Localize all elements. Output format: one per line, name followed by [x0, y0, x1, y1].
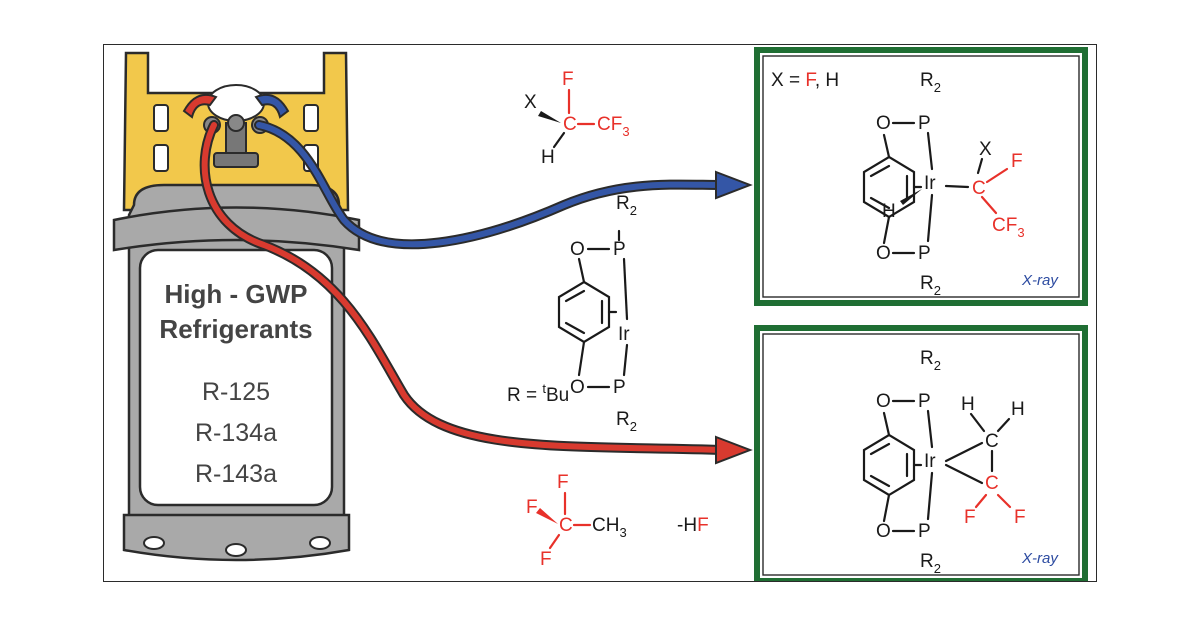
atom-o-top: O	[876, 113, 891, 134]
atom-o-bot: O	[876, 521, 891, 542]
atom-ir: Ir	[618, 324, 630, 345]
refrigerant-item: R-143a	[195, 460, 277, 488]
r-definition: R = tBu	[507, 381, 569, 406]
r2-top: R2	[920, 348, 941, 373]
blue-hose-arrow	[254, 120, 753, 250]
atom-h: H	[1011, 399, 1025, 420]
valve-base	[213, 152, 259, 168]
collar-slot	[303, 104, 319, 132]
refrigerant-item: R-125	[202, 378, 270, 406]
collar-slot	[153, 144, 169, 172]
atom-x: X	[524, 92, 537, 113]
cylinder-title-line1: High - GWP	[165, 279, 308, 309]
cylinder-title-line2: Refrigerants	[159, 314, 312, 344]
atom-ir: Ir	[924, 173, 936, 194]
top-reactant-structure: X F C CF3 H	[524, 69, 630, 168]
atom-f: F	[1014, 507, 1026, 528]
atom-f: F	[557, 472, 569, 493]
r2-bot: R2	[920, 273, 941, 298]
xray-label: X-ray	[1021, 272, 1059, 289]
r2-bot: R2	[920, 551, 941, 576]
atom-o-top: O	[570, 239, 585, 260]
group-cf3: CF3	[992, 215, 1025, 240]
atom-o-bot: O	[570, 377, 585, 398]
atom-p-bot: P	[918, 243, 931, 264]
wedge-bond	[900, 189, 922, 205]
atom-c: C	[559, 515, 573, 536]
refrigerant-item: R-134a	[195, 419, 277, 447]
bottom-reactant-structure: F F F C CH3 -HF	[526, 472, 709, 570]
atom-c: C	[972, 178, 986, 199]
blue-valve-handle	[254, 93, 290, 119]
cylinder-base	[122, 513, 351, 562]
figure-panel: High - GWP Refrigerants R-125 R-134a R-1…	[103, 44, 1097, 582]
atom-c: C	[985, 473, 999, 494]
refrigerant-cylinder: High - GWP Refrigerants R-125 R-134a R-1…	[112, 51, 361, 562]
x-definition: X = F, H	[771, 70, 839, 91]
atom-ir: Ir	[924, 451, 936, 472]
valve-knob	[227, 114, 245, 132]
red-hose-arrow	[199, 120, 753, 465]
r2-top: R2	[616, 193, 637, 218]
red-valve-handle	[182, 93, 218, 119]
group-ch3: CH3	[592, 515, 627, 540]
atom-x: X	[979, 139, 992, 160]
atom-c: C	[985, 431, 999, 452]
atom-f: F	[540, 549, 552, 570]
atom-p-top: P	[918, 113, 931, 134]
atom-f: F	[1011, 151, 1023, 172]
atom-f: F	[562, 69, 574, 90]
atom-h: H	[961, 394, 975, 415]
r2-top: R2	[920, 70, 941, 95]
atom-p-top: P	[613, 239, 626, 260]
top-product-box: X = F, H R2 O P Ir H X C F CF3 O P R2 X-…	[754, 47, 1088, 306]
base-hole	[309, 536, 331, 550]
collar-slot	[153, 104, 169, 132]
atom-p-bot: P	[613, 377, 626, 398]
wedge-bond	[538, 111, 561, 123]
base-hole	[143, 536, 165, 550]
atom-o-top: O	[876, 391, 891, 412]
atom-c: C	[563, 114, 577, 135]
atom-f: F	[526, 497, 538, 518]
atom-p-top: P	[918, 391, 931, 412]
wedge-bond	[536, 508, 558, 524]
atom-o-bot: O	[876, 243, 891, 264]
base-hole	[225, 543, 247, 557]
xray-label: X-ray	[1021, 550, 1059, 567]
cylinder-label	[138, 248, 334, 507]
bottom-product-box: R2 O P Ir H H C C F F O P R2 X-ray	[754, 325, 1088, 581]
atom-p-bot: P	[918, 521, 931, 542]
minus-hf: -HF	[677, 515, 709, 536]
scheme-svg: High - GWP Refrigerants R-125 R-134a R-1…	[112, 47, 1088, 581]
r2-bot: R2	[616, 409, 637, 434]
blue-arrowhead	[715, 170, 753, 200]
atom-h: H	[541, 147, 555, 168]
pincer-catalyst: R2 O P Ir O P R2 R = tBu	[507, 193, 637, 434]
group-cf3: CF3	[597, 114, 630, 139]
atom-f: F	[964, 507, 976, 528]
red-arrowhead	[715, 435, 753, 465]
